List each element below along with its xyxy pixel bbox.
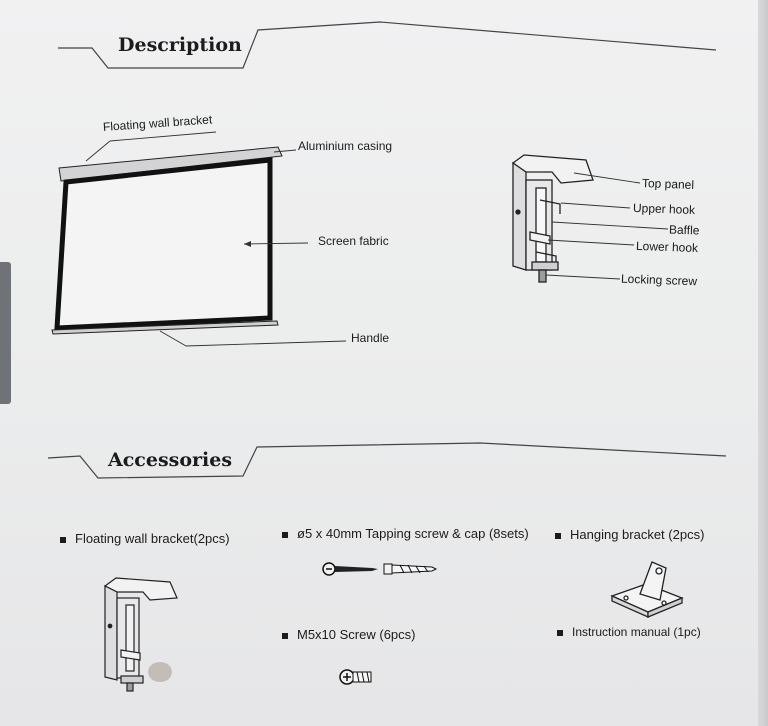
accessory-item: Floating wall bracket(2pcs) [60, 531, 230, 546]
label-screen-fabric: Screen fabric [318, 234, 389, 248]
accessory-item: M5x10 Screw (6pcs) [282, 627, 415, 642]
accessory-label: ø5 x 40mm Tapping screw & cap (8sets) [297, 526, 529, 541]
accessory-item: Hanging bracket (2pcs) [555, 527, 704, 542]
accessory-tapping-screw-drawing [322, 562, 438, 576]
label-aluminium-casing: Aluminium casing [298, 139, 393, 153]
description-header-frame [58, 21, 717, 69]
handle-bar-shape [51, 320, 279, 335]
projector-screen-drawing [51, 131, 347, 347]
accessory-label: Floating wall bracket(2pcs) [75, 531, 230, 546]
accessory-m5-screw-drawing [339, 669, 372, 685]
label-locking-screw: Locking screw [620, 271, 698, 289]
bullet-icon [282, 632, 288, 639]
accessory-item: Instruction manual (1pc) [557, 625, 701, 639]
bullet-icon [557, 629, 563, 636]
label-baffle: Baffle [668, 222, 700, 238]
label-upper-hook: Upper hook [632, 200, 696, 218]
page-edge-tab [0, 262, 11, 404]
bullet-icon [555, 532, 561, 539]
accessory-label: M5x10 Screw (6pcs) [297, 627, 416, 642]
accessory-floating-bracket-drawing [103, 577, 178, 692]
leader-handle [159, 330, 187, 347]
wall-bracket-leaders [545, 172, 669, 280]
page-right-edge [758, 0, 768, 726]
bullet-icon [60, 536, 66, 543]
bullet-icon [282, 531, 288, 538]
leader-screen-fabric [243, 242, 309, 245]
leader-aluminium-casing [273, 149, 297, 153]
wall-bracket-drawing [511, 154, 594, 283]
label-lower-hook: Lower hook [635, 238, 699, 256]
description-title: Description [118, 34, 242, 56]
leader-floating-bracket [85, 140, 111, 162]
accessories-header-frame [47, 442, 727, 479]
accessories-title: Accessories [108, 449, 233, 471]
label-handle: Handle [351, 331, 390, 345]
accessory-label: Instruction manual (1pc) [572, 625, 701, 639]
label-top-panel: Top panel [641, 176, 695, 192]
accessory-label: Hanging bracket (2pcs) [570, 527, 705, 542]
accessory-item: ø5 x 40mm Tapping screw & cap (8sets) [282, 526, 529, 541]
accessory-hanging-bracket-drawing [610, 561, 684, 619]
aluminium-casing-shape [58, 146, 283, 182]
smudge-mark [148, 662, 172, 682]
screen-fabric-shape [54, 157, 273, 331]
